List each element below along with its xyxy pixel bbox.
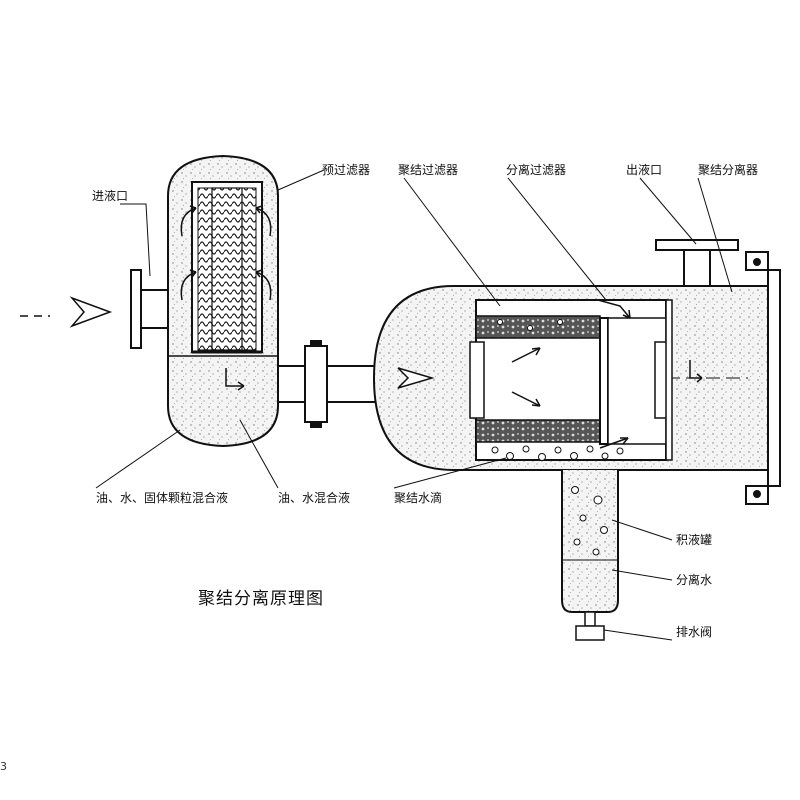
leader-lines <box>95 169 733 641</box>
label-inlet: 进液口 <box>92 188 128 203</box>
inlet-pipe <box>20 269 169 349</box>
outlet-pipe <box>655 239 739 287</box>
diagram-title: 聚结分离原理图 <box>198 589 324 609</box>
label-separation-filter: 分离过滤器 <box>506 162 566 177</box>
separation-filter-element <box>607 299 673 461</box>
prefilter-element <box>191 181 263 354</box>
drain-valve <box>575 611 605 641</box>
label-separated-water: 分离水 <box>676 572 712 587</box>
label-oil-water-solid-mix: 油、水、固体颗粒混合液 <box>96 490 228 505</box>
label-coalesced-water-drops: 聚结水滴 <box>394 490 442 505</box>
end-flange <box>745 251 781 505</box>
label-oil-water-mix: 油、水混合液 <box>278 490 350 505</box>
connecting-pipe <box>277 340 379 428</box>
label-coalescing-separator: 聚结分离器 <box>698 162 758 177</box>
label-prefilter: 预过滤器 <box>322 163 370 177</box>
edge-glyph: 3 <box>0 760 7 773</box>
label-drain-valve: 排水阀 <box>676 625 712 639</box>
coalesced-water-droplets <box>491 319 624 461</box>
label-sump-tank: 积液罐 <box>676 532 712 547</box>
separator-flow-arrows <box>397 299 703 449</box>
sump-tank <box>561 470 619 613</box>
label-outlet: 出液口 <box>626 162 662 177</box>
label-coalescing-filter: 聚结过滤器 <box>398 163 458 177</box>
prefilter-flow-arrows <box>180 205 272 391</box>
inlet-flow-arrow-icon <box>69 296 113 328</box>
